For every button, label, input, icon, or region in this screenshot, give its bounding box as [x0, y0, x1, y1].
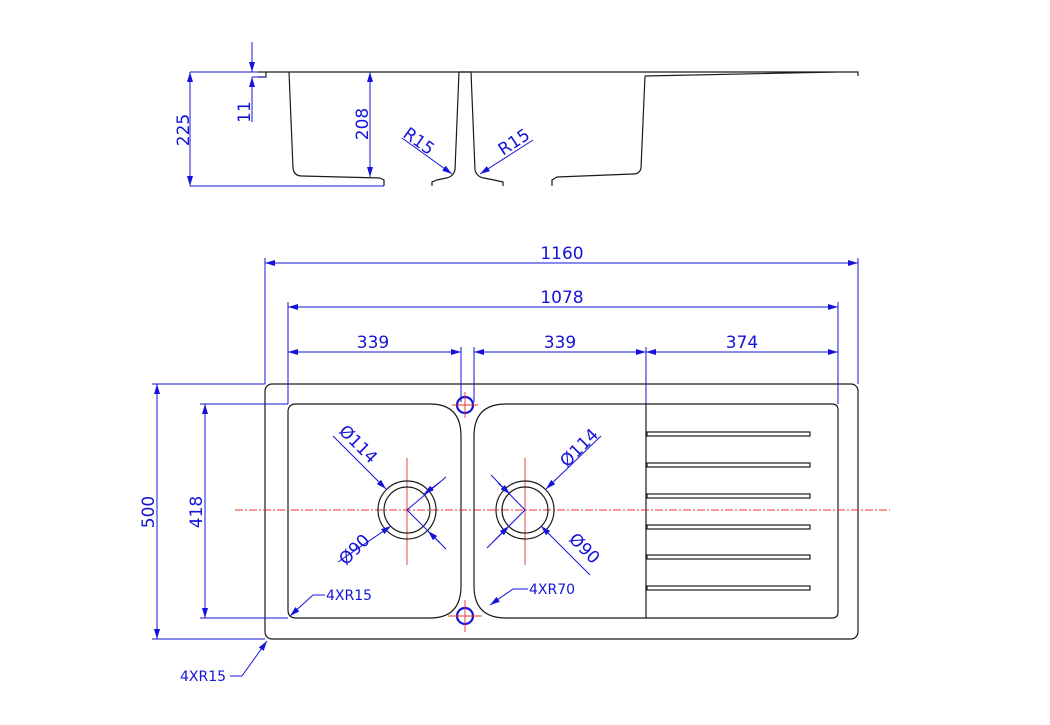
svg-text:339: 339	[357, 333, 389, 353]
dim-208: 208	[353, 72, 373, 177]
sink-outer-outline	[264, 383, 859, 640]
dim-225: 225	[174, 71, 384, 187]
svg-text:R15: R15	[399, 124, 438, 160]
svg-text:500: 500	[139, 496, 159, 528]
dim-374: 374	[646, 333, 838, 355]
svg-text:1078: 1078	[540, 288, 583, 308]
drainer	[646, 403, 839, 619]
svg-text:Ø114: Ø114	[556, 425, 603, 472]
dim-right-drain-114: Ø114	[490, 425, 603, 511]
overflow-hole-top	[452, 392, 478, 418]
dim-339-left: 339	[288, 333, 462, 402]
plan-view: 1160 1078 339 339 374 500	[139, 244, 890, 685]
svg-text:418: 418	[187, 496, 207, 528]
section-outline	[258, 71, 859, 186]
svg-text:4XR70: 4XR70	[529, 582, 575, 598]
svg-text:1160: 1160	[540, 244, 583, 264]
dim-r15-left: R15	[399, 124, 453, 175]
left-bowl	[287, 403, 462, 619]
dim-1078: 1078	[287, 288, 839, 404]
dim-339-right: 339	[473, 333, 647, 404]
dim-418: 418	[187, 403, 288, 619]
callout-bowl-r15: 4XR15	[289, 588, 372, 617]
section-view: 225 11 208 R15 R15	[174, 42, 859, 187]
svg-text:4XR15: 4XR15	[326, 588, 372, 604]
callout-bowl-r70: 4XR70	[489, 582, 575, 606]
right-bowl	[473, 403, 647, 619]
dim-left-drain-90: Ø90	[335, 476, 447, 570]
dim-11: 11	[235, 42, 266, 123]
drainer-grooves	[646, 431, 811, 591]
svg-text:Ø90: Ø90	[335, 531, 374, 570]
svg-text:374: 374	[726, 333, 758, 353]
dim-500: 500	[139, 383, 265, 640]
left-drain	[377, 480, 437, 540]
dim-label: 208	[353, 108, 373, 140]
svg-text:4XR15: 4XR15	[180, 669, 226, 685]
callout-outer-r15: 4XR15	[180, 640, 268, 685]
overflow-hole-bottom	[448, 600, 482, 632]
svg-text:R15: R15	[495, 125, 534, 160]
svg-text:339: 339	[544, 333, 576, 353]
dim-1160: 1160	[264, 244, 859, 384]
dim-r15-right: R15	[479, 125, 534, 175]
right-drain	[495, 480, 555, 540]
dim-left-drain-114: Ø114	[332, 421, 447, 550]
svg-text:Ø90: Ø90	[564, 529, 603, 568]
dim-label: 225	[174, 114, 194, 146]
dim-label: 11	[235, 101, 255, 123]
